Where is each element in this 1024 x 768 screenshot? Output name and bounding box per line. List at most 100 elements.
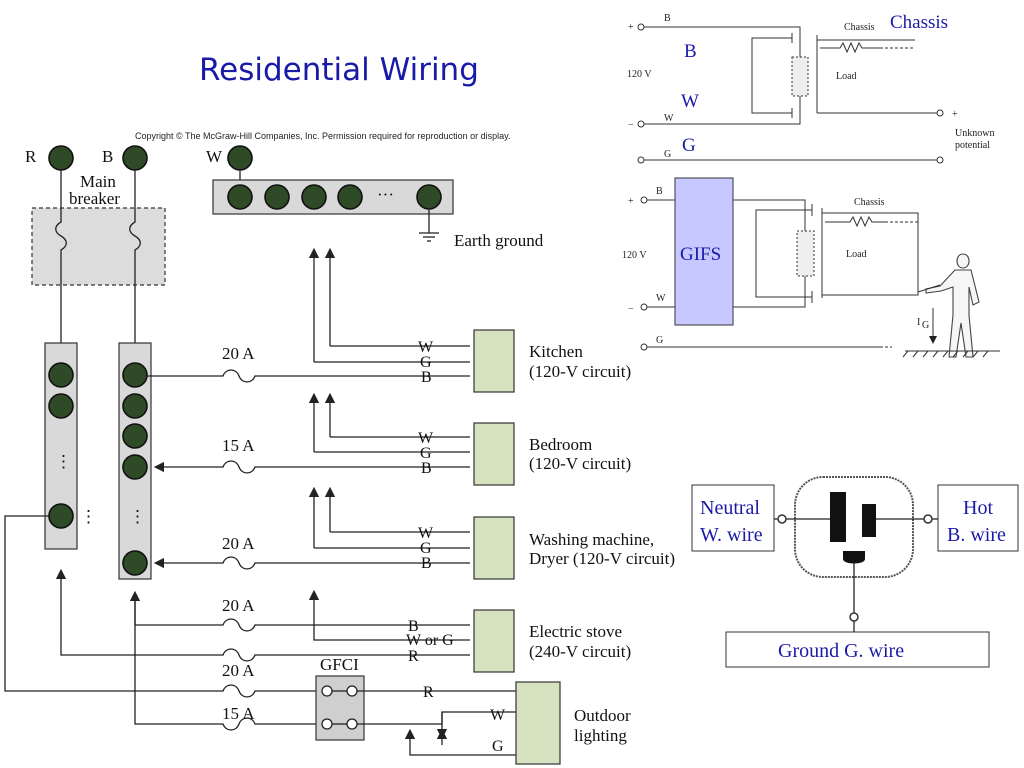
r-bus-terminal (48, 503, 74, 529)
wire-label: W (418, 525, 434, 542)
main-breaker-label-2: breaker (69, 189, 120, 208)
terminal-label-w: W (656, 293, 666, 304)
plus-sign: + (628, 196, 634, 207)
minus-sign: − (628, 120, 634, 131)
terminal-label-g: G (664, 149, 671, 160)
ground-current-sub: G (922, 320, 929, 331)
chassis-blue-label: Chassis (890, 12, 948, 33)
unknown-potential-label: potential (955, 140, 990, 151)
main-breaker-fuse-r (55, 170, 67, 343)
copyright-notice: Copyright © The McGraw-Hill Companies, I… (135, 131, 510, 141)
gifs-box (674, 177, 734, 326)
neutral-label: Neutral (700, 497, 760, 519)
main-wiring-diagram: R B W Main breaker ··· Earth ground (4, 145, 675, 765)
outlet-diagram: Neutral W. wire Hot B. wire Ground G. wi… (691, 476, 1019, 668)
load-box (796, 230, 815, 277)
neutral-bus-terminal (301, 184, 327, 210)
chassis-label: Chassis (844, 22, 875, 33)
wire-label: R (408, 648, 419, 665)
fuse-label: 15 A (222, 436, 255, 455)
load-box-washer (473, 516, 515, 580)
voltage-label: 120 V (622, 250, 647, 261)
incoming-terminal-b (122, 145, 148, 171)
terminal-label-b: B (656, 186, 663, 197)
neutral-bus-bar (212, 179, 454, 215)
neutral-bus-terminal (264, 184, 290, 210)
wire-label: R (423, 684, 434, 701)
circuit-bedroom: 15 A W G B Bedroom (120-V circuit) (153, 392, 631, 486)
r-bus-vdots: ⋮ (55, 452, 72, 471)
hot-label-box (937, 484, 1019, 552)
main-breaker-label-1: Main (80, 172, 116, 191)
b-bus-terminal (122, 362, 148, 388)
load-label: Load (846, 249, 867, 260)
fuse-label: 20 A (222, 596, 255, 615)
circuit-outdoor-lighting: 20 A 15 A GFCI R W G Outdoor lighting (4, 515, 631, 765)
minus-sign: − (628, 304, 634, 315)
ground-label-box (725, 631, 990, 668)
circuit-label: Outdoor (574, 706, 631, 725)
load-box-outdoor (515, 681, 561, 765)
fuse-label: 20 A (222, 661, 255, 680)
main-breaker-fuse-b (129, 170, 141, 343)
chassis-schematic: Chassis + B 120 V − W Load Chassis + Unk… (627, 12, 994, 164)
wire-label: W (418, 430, 434, 447)
bus-label-w: W (206, 147, 223, 166)
earth-ground-icon (419, 232, 439, 242)
earth-ground-label: Earth ground (454, 231, 544, 250)
gfci-contact (321, 718, 333, 730)
ground-label: Ground G. wire (778, 640, 904, 662)
terminal-label-w: W (664, 113, 674, 124)
voltage-label: 120 V (627, 69, 652, 80)
unknown-potential-label: Unknown (955, 128, 994, 139)
wire-label: B (408, 618, 419, 635)
wire-label: B (421, 555, 432, 572)
load-box (791, 56, 809, 97)
gfci-contact (346, 718, 358, 730)
wire-label: G (420, 445, 432, 462)
neutral-label-box (691, 484, 775, 552)
terminal-label-g: G (656, 335, 663, 346)
bus-label-b: B (102, 147, 113, 166)
gfci-contact (321, 685, 333, 697)
plus-right: + (952, 109, 958, 120)
outlet-face (794, 476, 914, 578)
load-box-kitchen (473, 329, 515, 393)
circuit-label: Bedroom (529, 435, 592, 454)
person-icon (925, 253, 980, 358)
circuit-label: (120-V circuit) (529, 362, 631, 381)
circuit-label: Washing machine, (529, 530, 654, 549)
circuit-label: Kitchen (529, 342, 583, 361)
b-bus-terminal (122, 454, 148, 480)
neutral-bus-terminal (416, 184, 442, 210)
wire-label: W or G (406, 632, 454, 649)
fuse-label: 20 A (222, 344, 255, 363)
chassis-label: Chassis (854, 197, 885, 208)
neutral-bus-terminal (227, 184, 253, 210)
r-bus-terminal (48, 393, 74, 419)
load-box-stove (473, 609, 515, 673)
circuit-label: (240-V circuit) (529, 642, 631, 661)
b-bus-terminal (122, 393, 148, 419)
gifs-label: GIFS (680, 244, 721, 265)
plus-sign: + (628, 22, 634, 33)
gfci-label: GFCI (320, 655, 359, 674)
blue-label-g: G (682, 135, 696, 156)
circuit-electric-stove: 20 A B W or G R Electric stove (240-V ci… (55, 568, 631, 673)
neutral-bus-ellipsis: ··· (377, 185, 394, 204)
r-bus-side-dots: ⋮ (80, 507, 97, 526)
gfi-schematic: + B 120 V − W GIFS Load Chassis G I (622, 177, 1000, 358)
fuse-label: 20 A (222, 534, 255, 553)
hot-slot-icon (862, 504, 876, 537)
circuit-label: Dryer (120-V circuit) (529, 549, 675, 568)
ground-hole-icon (843, 551, 865, 564)
blue-label-w: W (681, 91, 699, 112)
incoming-terminal-w (227, 145, 253, 171)
b-bus-terminal (122, 423, 148, 449)
b-bus-vdots: ⋮ (129, 507, 146, 526)
hot-label: Hot (963, 497, 993, 519)
circuit-label: Electric stove (529, 622, 622, 641)
neutral-label: W. wire (700, 524, 763, 546)
slide-title: Residential Wiring (199, 52, 479, 88)
